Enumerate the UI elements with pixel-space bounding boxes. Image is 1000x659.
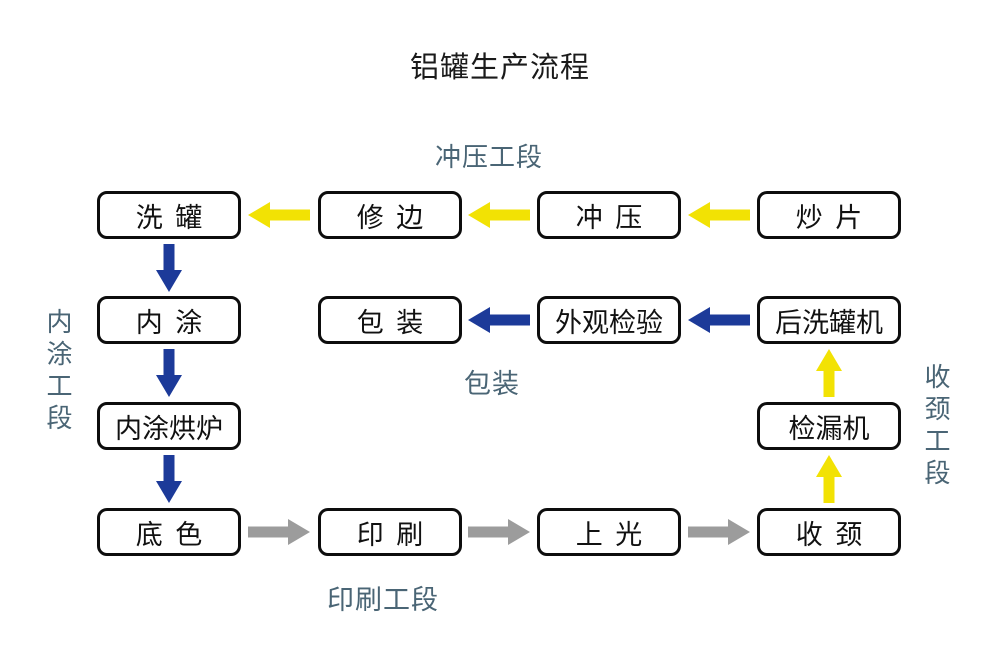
flow-box-trim-edge: 修 边	[318, 191, 462, 239]
arrow-wash-to-innercoat-icon	[156, 244, 182, 292]
arrow-leak-to-postwash-icon	[816, 349, 842, 397]
flow-box-varnishing: 上 光	[537, 508, 681, 556]
section-label-necking: 收颈工段	[921, 363, 951, 491]
section-label-stamping: 冲压工段	[435, 142, 544, 172]
flow-box-packing: 包 装	[318, 296, 462, 344]
arrow-necking-to-leak-icon	[816, 455, 842, 503]
arrow-oven-to-base-icon	[156, 455, 182, 503]
section-label-inner-coating: 内涂工段	[43, 308, 73, 436]
arrow-postwash-to-inspection-icon	[688, 307, 750, 333]
flow-box-printing: 印 刷	[318, 508, 462, 556]
flow-box-inner-coating: 内 涂	[97, 296, 241, 344]
flow-box-wash-can: 洗 罐	[97, 191, 241, 239]
arrow-sheet-to-stamping-icon	[688, 202, 750, 228]
arrow-printing-to-varnish-icon	[468, 519, 530, 545]
flow-box-visual-inspection: 外观检验	[537, 296, 681, 344]
section-label-packaging: 包装	[464, 369, 520, 399]
page-title: 铝罐生产流程	[409, 52, 590, 84]
flow-box-stamping: 冲 压	[537, 191, 681, 239]
flow-box-post-wash-machine: 后洗罐机	[757, 296, 901, 344]
arrow-inspection-to-packing-icon	[468, 307, 530, 333]
flow-box-leak-tester: 检漏机	[757, 402, 901, 450]
flow-box-sheet-fry: 炒 片	[757, 191, 901, 239]
arrow-stamping-to-trim-icon	[468, 202, 530, 228]
flow-box-inner-coating-oven: 内涂烘炉	[97, 402, 241, 450]
flow-box-necking: 收 颈	[757, 508, 901, 556]
section-label-printing: 印刷工段	[327, 585, 439, 615]
arrow-innercoat-to-oven-icon	[156, 349, 182, 397]
arrow-varnish-to-necking-icon	[688, 519, 750, 545]
flow-box-base-color: 底 色	[97, 508, 241, 556]
arrow-trim-to-wash-icon	[248, 202, 310, 228]
arrow-base-to-printing-icon	[248, 519, 310, 545]
